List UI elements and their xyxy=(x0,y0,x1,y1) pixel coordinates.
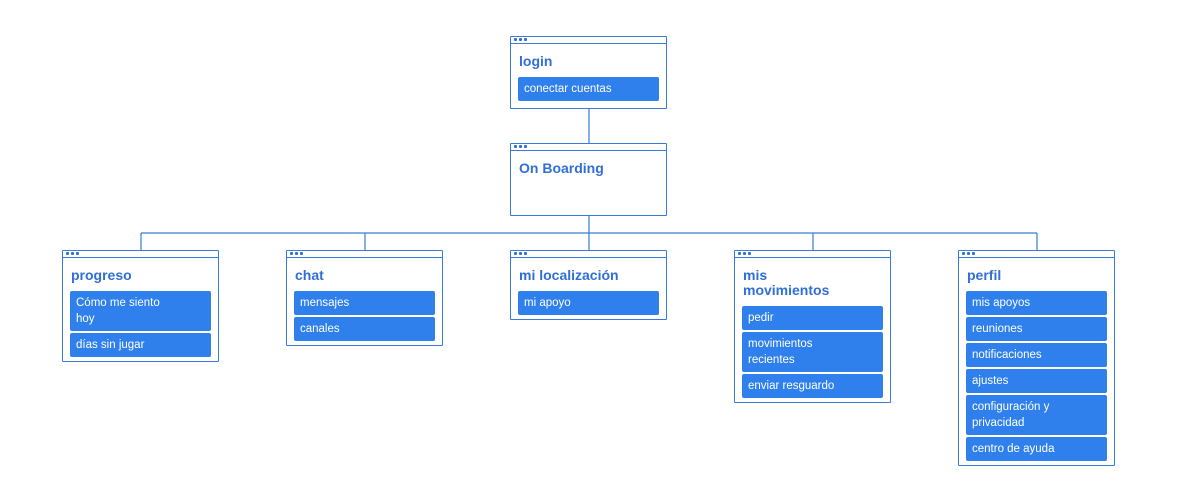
node-item: ajustes xyxy=(966,369,1107,393)
node-title: On Boarding xyxy=(519,160,604,176)
node-item: Cómo me siento hoy xyxy=(70,291,211,331)
node-title: perfil xyxy=(967,267,1002,283)
node-item: reuniones xyxy=(966,317,1107,341)
node-localizacion: mi localización mi apoyo xyxy=(510,250,667,320)
node-item: movimientos recientes xyxy=(742,332,883,372)
window-titlebar xyxy=(735,251,890,258)
node-item: mensajes xyxy=(294,291,435,315)
window-dots-icon xyxy=(514,252,527,255)
window-titlebar xyxy=(63,251,218,258)
node-item: centro de ayuda xyxy=(966,437,1107,461)
node-title: progreso xyxy=(71,267,132,283)
window-dots-icon xyxy=(962,252,975,255)
window-titlebar xyxy=(511,144,666,151)
node-title: mis movimientos xyxy=(743,267,830,298)
node-item: configuración y privacidad xyxy=(966,395,1107,435)
node-item: canales xyxy=(294,317,435,341)
node-title: mi localización xyxy=(519,267,619,283)
node-items: conectar cuentas xyxy=(511,77,666,105)
node-login: login conectar cuentas xyxy=(510,36,667,109)
window-titlebar xyxy=(287,251,442,258)
node-title: chat xyxy=(295,267,324,283)
node-items: mi apoyo xyxy=(511,291,666,319)
node-item: enviar resguardo xyxy=(742,374,883,398)
window-titlebar xyxy=(959,251,1114,258)
window-dots-icon xyxy=(514,38,527,41)
node-item: pedir xyxy=(742,306,883,330)
node-item: conectar cuentas xyxy=(518,77,659,101)
node-item: mis apoyos xyxy=(966,291,1107,315)
node-item: notificaciones xyxy=(966,343,1107,367)
window-dots-icon xyxy=(514,145,527,148)
window-dots-icon xyxy=(66,252,79,255)
window-dots-icon xyxy=(738,252,751,255)
node-title: login xyxy=(519,53,553,69)
window-titlebar xyxy=(511,251,666,258)
window-dots-icon xyxy=(290,252,303,255)
node-onboarding: On Boarding xyxy=(510,143,667,216)
node-item: mi apoyo xyxy=(518,291,659,315)
node-item: días sin jugar xyxy=(70,333,211,357)
window-titlebar xyxy=(511,37,666,44)
